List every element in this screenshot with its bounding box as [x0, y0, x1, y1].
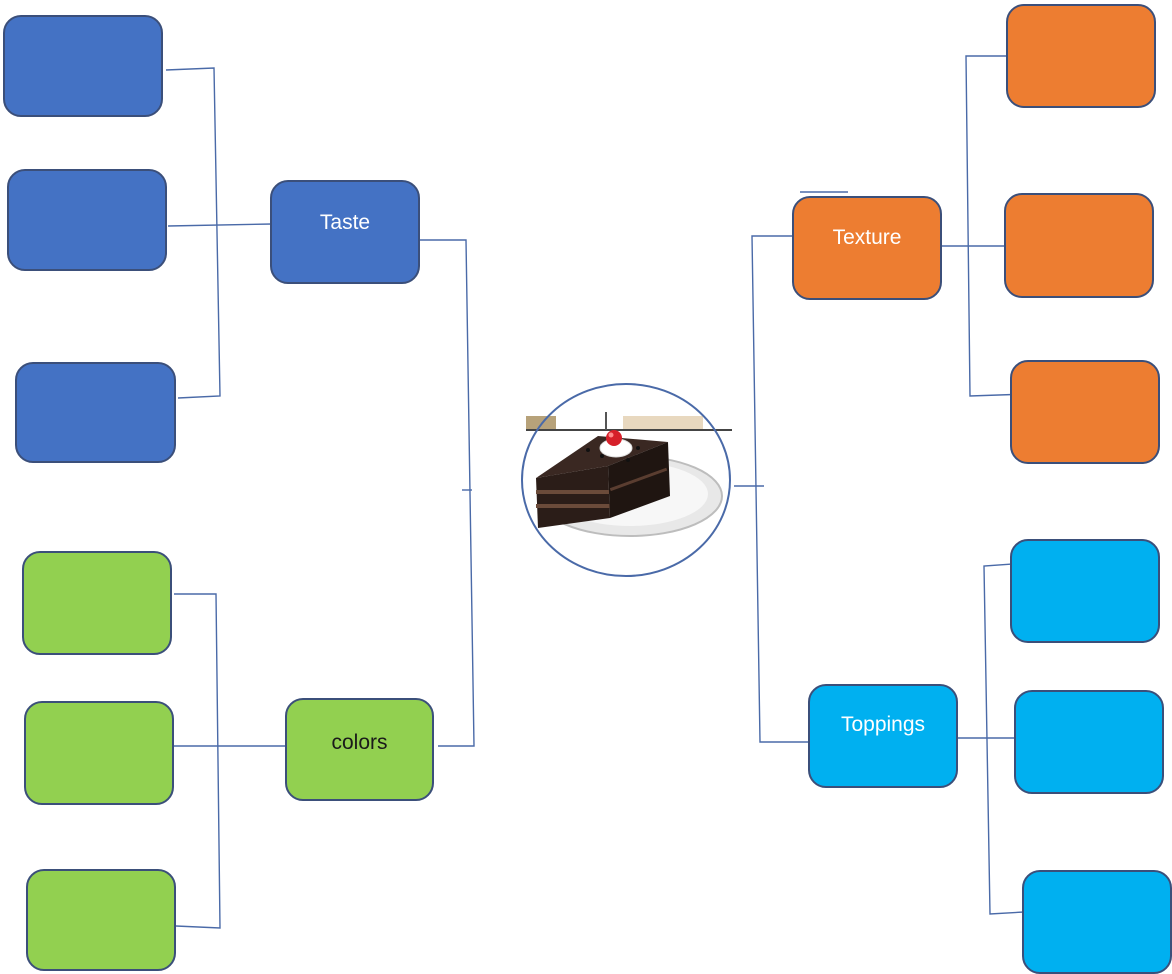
colors-leaf-box-3[interactable] [26, 869, 176, 971]
texture-leaf-box-1[interactable] [1006, 4, 1156, 108]
toppings-leaf-box-2[interactable] [1014, 690, 1164, 794]
toppings-leaf-box-1[interactable] [1010, 539, 1160, 643]
texture-leaf-box-3[interactable] [1010, 360, 1160, 464]
texture-node[interactable]: Texture [792, 196, 942, 300]
toppings-leaf-box-3[interactable] [1022, 870, 1172, 974]
taste-leaf-box-3[interactable] [15, 362, 176, 463]
taste-node[interactable]: Taste [270, 180, 420, 284]
chocolate-cake-icon [521, 383, 732, 577]
colors-leaf-box-1[interactable] [22, 551, 172, 655]
colors-leaf-box-2[interactable] [24, 701, 174, 805]
toppings-node[interactable]: Toppings [808, 684, 958, 788]
taste-label: Taste [319, 211, 371, 234]
taste-leaf-box-2[interactable] [7, 169, 167, 271]
taste-leaf-box-1[interactable] [3, 15, 163, 117]
colors-node[interactable]: colors [285, 698, 434, 801]
texture-leaf-box-2[interactable] [1004, 193, 1154, 298]
toppings-label: Toppings [840, 713, 926, 736]
colors-label: colors [331, 730, 388, 754]
texture-label: Texture [832, 226, 902, 249]
